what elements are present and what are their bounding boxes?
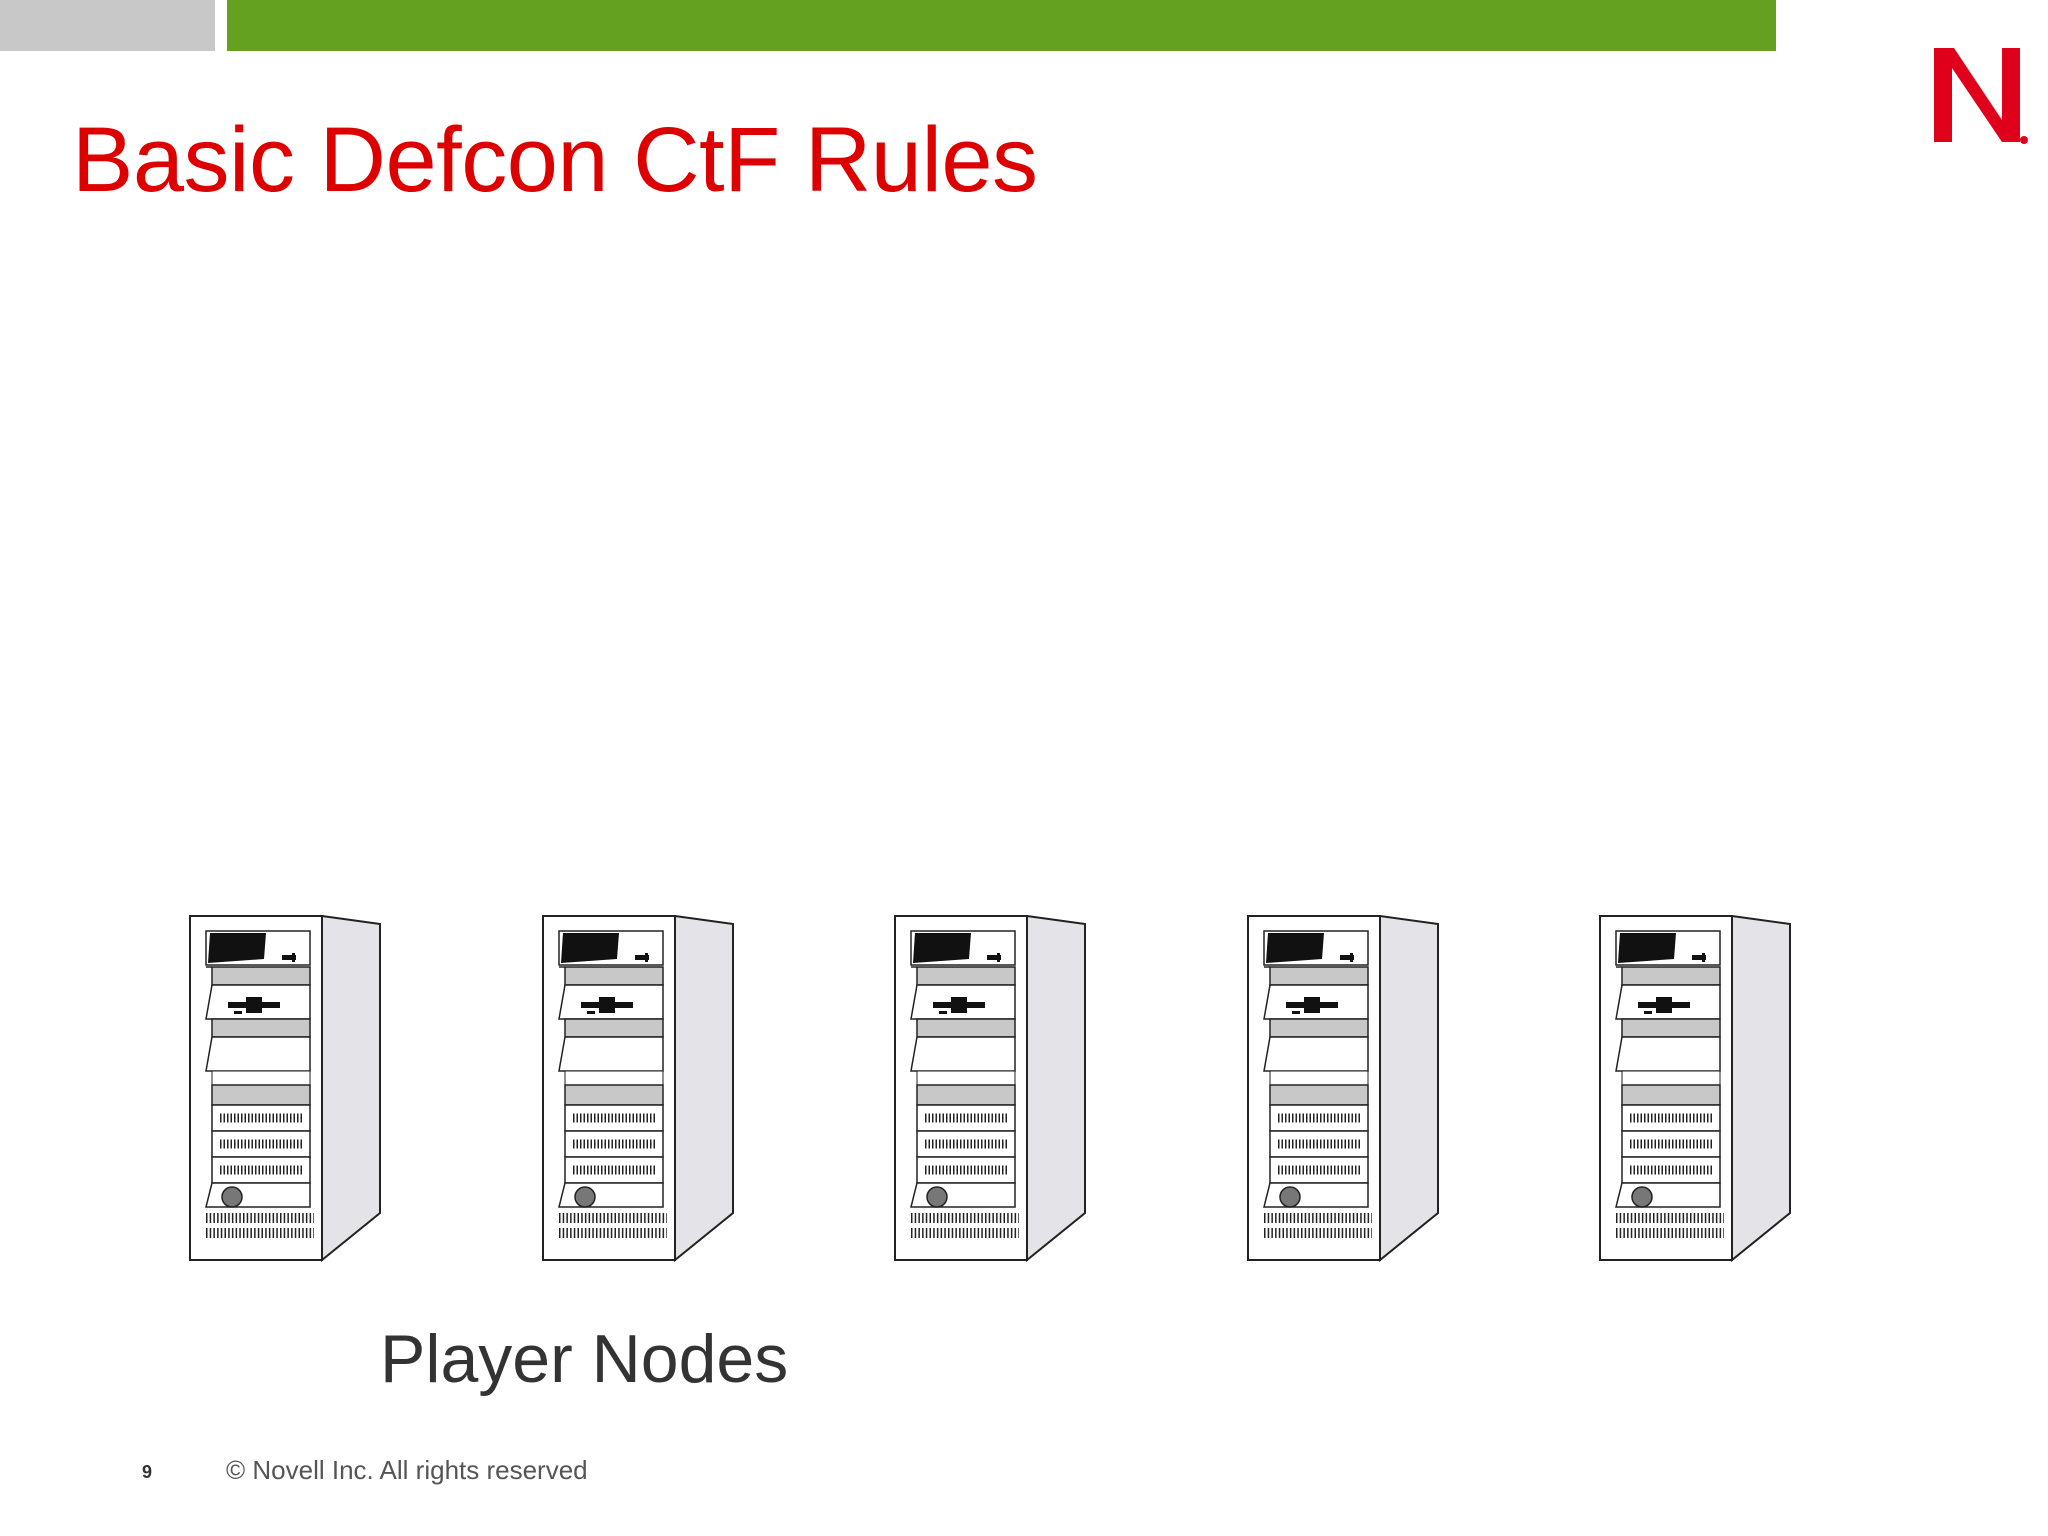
server-tower-icon	[893, 915, 1093, 1263]
header-bar-green	[227, 0, 1776, 51]
server-tower-icon	[1598, 915, 1798, 1263]
server-tower-icon	[541, 915, 741, 1263]
server-tower-icon	[188, 915, 388, 1263]
header-bar-gray	[0, 0, 215, 51]
server-tower-icon	[1246, 915, 1446, 1263]
copyright-notice: © Novell Inc. All rights reserved	[226, 1455, 588, 1485]
player-nodes-caption: Player Nodes	[380, 1321, 789, 1397]
page-number: 9	[142, 1462, 153, 1482]
novell-n-logo-icon	[1930, 44, 2030, 150]
slide-title: Basic Defcon CtF Rules	[72, 109, 1038, 211]
